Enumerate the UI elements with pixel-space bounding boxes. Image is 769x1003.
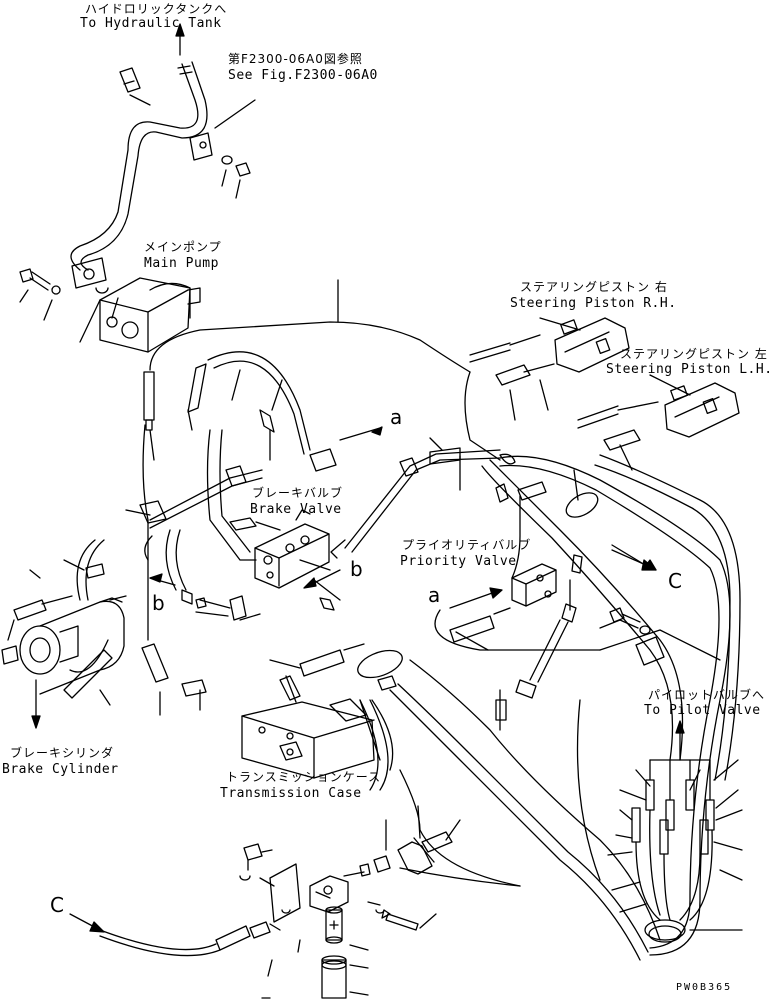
pilot-return-lines	[481, 453, 741, 956]
label-hydraulic-tank-en: To Hydraulic Tank	[80, 16, 222, 31]
arrow-c-left	[69, 913, 105, 933]
label-hydraulic-tank-jp: ハイドロリックタンクへ	[85, 2, 228, 16]
label-steering-rh-en: Steering Piston R.H.	[510, 296, 677, 311]
main-hose-loop	[149, 279, 471, 373]
tank-flange	[71, 257, 109, 294]
pipe-clamp-top	[119, 67, 151, 106]
arrow-b-left	[149, 573, 176, 586]
label-brake-valve-jp: ブレーキバルブ	[252, 486, 344, 500]
label-brake-cylinder-en: Brake Cylinder	[2, 762, 119, 777]
mark-c-right: C	[668, 569, 683, 593]
steering-piston-rh	[539, 317, 630, 373]
priority-hoses	[434, 607, 601, 731]
arrow-c-right	[611, 544, 657, 571]
label-steering-lh-jp: ステアリングピストン 左	[620, 347, 768, 361]
steering-hoses	[464, 334, 659, 471]
label-brake-valve-en: Brake Valve	[250, 502, 342, 517]
filter-assembly	[99, 805, 521, 999]
label-main-pump-jp: メインポンプ	[144, 240, 222, 254]
bolts-left	[19, 268, 61, 321]
steering-piston-lh	[649, 374, 740, 438]
lower-middle-hoses	[141, 424, 403, 716]
arrow-to-b-brake	[303, 569, 341, 589]
arrow-to-hydraulic-tank	[175, 23, 185, 56]
pipe-to-priority	[330, 437, 501, 559]
label-brake-cylinder-jp: ブレーキシリンダ	[10, 746, 115, 760]
cross-pipe	[125, 465, 263, 529]
bolt-right	[599, 607, 721, 666]
label-transmission-en: Transmission Case	[220, 786, 362, 801]
label-priority-valve-jp: プライオリティバルブ	[402, 538, 532, 552]
hoses-left-cluster	[143, 351, 383, 472]
tank-return-pipe	[70, 61, 208, 271]
arrow-b-up	[144, 535, 153, 561]
label-see-fig-en: See Fig.F2300-06A0	[228, 68, 378, 83]
mark-b-left: b	[152, 591, 166, 615]
label-priority-valve-en: Priority Valve	[400, 554, 517, 569]
drawing-code: PW0B365	[676, 982, 733, 993]
label-steering-rh-jp: ステアリングピストン 右	[520, 280, 668, 294]
label-main-pump-en: Main Pump	[144, 256, 219, 271]
mark-b-brake: b	[350, 557, 364, 581]
mark-c-left: C	[50, 893, 65, 917]
brake-cylinder	[1, 539, 127, 729]
label-pilot-valve-jp: パイロットバルブへ	[648, 688, 766, 702]
mark-a-priority: a	[428, 583, 441, 607]
label-steering-lh-en: Steering Piston L.H.	[606, 362, 769, 377]
label-see-fig-jp: 第F2300-06A0図参照	[228, 52, 363, 66]
pilot-valve-fittings	[607, 720, 743, 943]
label-transmission-jp: トランスミッションケース	[226, 770, 382, 784]
mark-a-top: a	[390, 405, 403, 429]
main-pump	[79, 277, 201, 353]
bracket-top	[189, 99, 256, 199]
priority-valve	[495, 481, 583, 623]
transmission-case	[241, 675, 394, 779]
arrow-a-to-priority	[449, 587, 503, 609]
label-pilot-valve-en: To Pilot Valve	[644, 703, 761, 718]
long-lower-hoses	[359, 659, 661, 961]
